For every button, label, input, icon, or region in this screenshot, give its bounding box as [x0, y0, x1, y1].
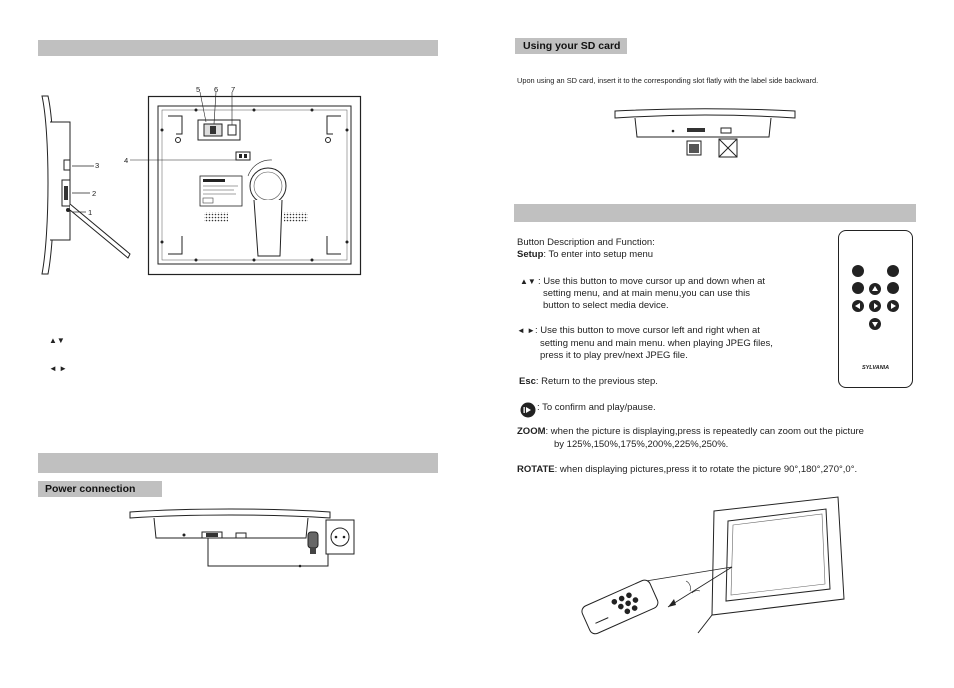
zoom-line-2: by 125%,150%,175%,200%,225%,250%.	[554, 439, 729, 450]
section-bar-top-left	[38, 40, 438, 56]
esc-text: : Return to the previous step.	[535, 376, 658, 387]
leftright-symbol: ◄ ►	[517, 326, 536, 335]
rotate-line: ROTATE: when displaying pictures,press i…	[517, 464, 857, 477]
leftright-line-2: setting menu and main menu. when playing…	[540, 338, 773, 349]
section-bar-bottom-left	[38, 453, 438, 473]
power-connection-diagram	[129, 508, 355, 568]
setup-key: Setup	[517, 249, 544, 260]
section-bar-right	[514, 204, 916, 222]
left-right-symbol: ◄ ►	[49, 364, 68, 373]
rotate-text: : when displaying pictures,press it to r…	[554, 464, 858, 475]
remote-control: SYLVANIA	[838, 230, 913, 388]
play-pause-icon	[520, 402, 536, 418]
power-connection-title: Power connection	[45, 483, 136, 495]
remote-buttons	[852, 265, 899, 330]
zoom-line-1: ZOOM: when the picture is displaying,pre…	[517, 426, 864, 439]
callout-6: 6	[214, 85, 219, 94]
sd-card-title: Using your SD card	[523, 40, 621, 52]
remote-brand: SYLVANIA	[861, 365, 890, 371]
rotate-key: ROTATE	[517, 464, 555, 475]
frame-side-view	[41, 95, 131, 275]
callout-5: 5	[196, 85, 201, 94]
up-down-symbol: ▲▼	[49, 336, 65, 345]
callout-1: 1	[88, 208, 93, 217]
remote-usage-diagram	[581, 496, 845, 635]
updown-line-1: : Use this button to move cursor up and …	[538, 276, 766, 287]
power-connection-heading: Power connection	[38, 481, 162, 497]
updown-line-3: button to select media device.	[543, 300, 669, 311]
setup-text: : To enter into setup menu	[543, 249, 654, 260]
updown-line-2: setting menu, and at main menu,you can u…	[543, 288, 751, 299]
leftright-line-3: press it to play prev/next JPEG file.	[540, 350, 688, 361]
callout-2: 2	[92, 189, 97, 198]
esc-key: Esc	[519, 376, 536, 387]
leftright-line-1: : Use this button to move cursor left an…	[535, 325, 760, 336]
sd-card-diagram	[614, 108, 796, 158]
sd-card-heading: Using your SD card	[515, 38, 627, 54]
callout-7: 7	[231, 85, 236, 94]
zoom-text-1: : when the picture is displaying,press i…	[545, 426, 864, 437]
zoom-key: ZOOM	[517, 426, 546, 437]
setup-line: Setup: To enter into setup menu	[517, 249, 653, 262]
buttons-intro: Button Description and Function:	[517, 237, 655, 248]
callout-3: 3	[95, 161, 100, 170]
play-text: : To confirm and play/pause.	[537, 402, 656, 413]
sd-card-instruction: Upon using an SD card, insert it to the …	[517, 76, 819, 85]
frame-back-view	[130, 91, 362, 276]
updown-symbol: ▲▼	[520, 277, 536, 286]
esc-line: Esc: Return to the previous step.	[519, 376, 658, 389]
callout-4: 4	[124, 156, 129, 165]
